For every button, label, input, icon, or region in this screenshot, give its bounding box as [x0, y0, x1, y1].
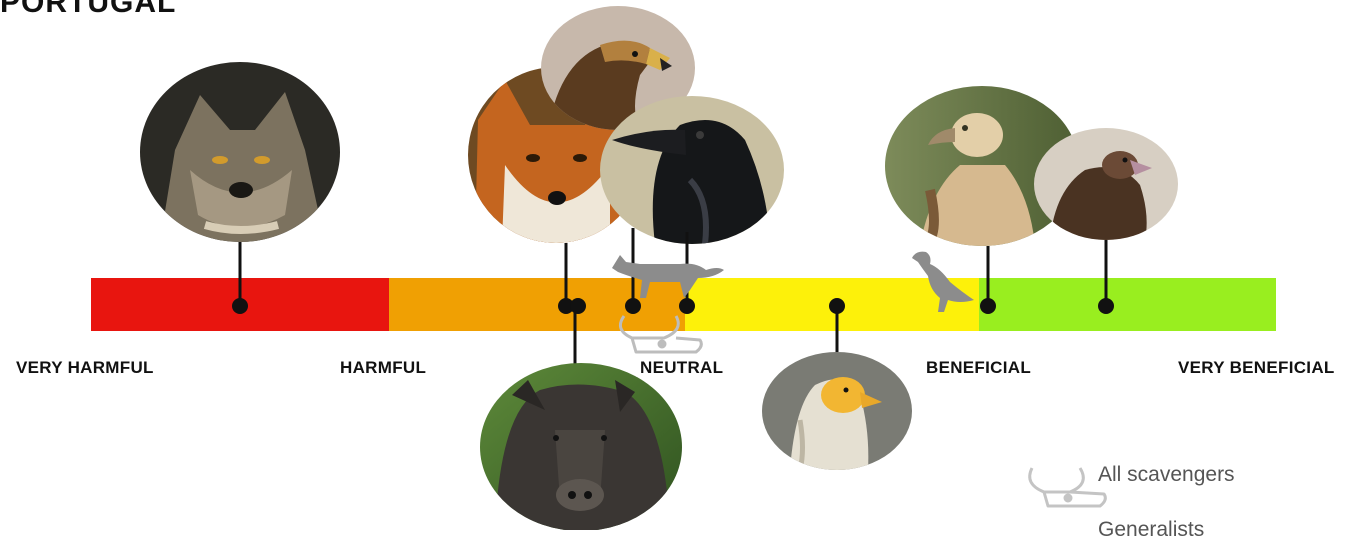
cinereous-vulture-photo: [1034, 128, 1178, 314]
egyptian-vulture-photo: [762, 298, 912, 470]
scale-segment-beneficial: [979, 278, 1276, 331]
wild-boar-photo: [480, 306, 682, 530]
page-title: PORTUGAL: [0, 0, 177, 19]
wolf-photo: [140, 62, 340, 314]
label-neutral: NEUTRAL: [640, 358, 724, 377]
fox-silhouette-icon: [612, 255, 724, 298]
label-beneficial: BENEFICIAL: [926, 358, 1031, 377]
raven-photo: [600, 96, 784, 244]
legend-all-scavengers: All scavengers: [1098, 463, 1235, 486]
fox-photo: [468, 67, 644, 243]
label-very-beneficial: VERY BENEFICIAL: [1178, 358, 1335, 377]
label-harmful: HARMFUL: [340, 358, 427, 377]
scavenger-skull-icon: [618, 315, 703, 354]
scavenger-skull-legend-icon: [1028, 467, 1107, 508]
label-very-harmful: VERY HARMFUL: [16, 358, 154, 377]
diagram: PORTUGAL: [0, 0, 1335, 541]
vulture-silhouette-icon: [912, 251, 974, 312]
diagram-graphics: [91, 6, 1276, 530]
legend-generalists: Generalists: [1098, 518, 1205, 541]
golden-eagle-photo: [541, 6, 695, 130]
